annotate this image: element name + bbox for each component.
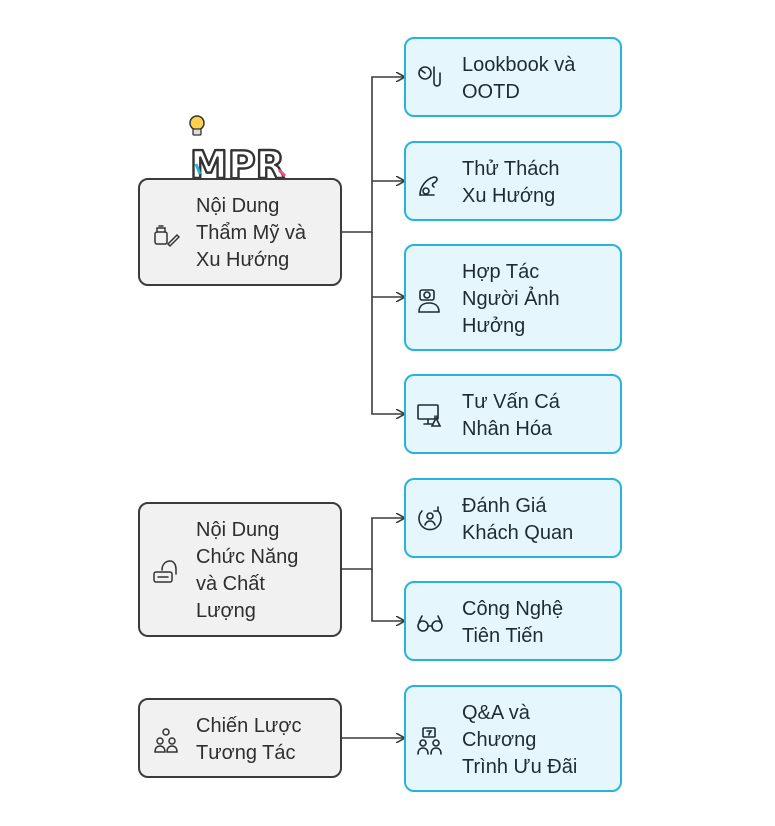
- category-aesthetic-trend[interactable]: Nội Dung Thẩm Mỹ và Xu Hướng: [138, 178, 342, 286]
- influencer-camera-icon: [418, 289, 440, 313]
- item-personal-consult[interactable]: Tư Vấn Cá Nhân Hóa: [404, 374, 622, 454]
- item-objective-review[interactable]: Đánh Giá Khách Quan: [404, 478, 622, 558]
- item-influencer-collab[interactable]: Hợp Tác Người Ảnh Hưởng: [404, 244, 622, 351]
- item-label: Q&A và Chương Trình Ưu Đãi: [462, 702, 578, 778]
- lightbulb-icon: [189, 115, 205, 136]
- item-qa-promotions[interactable]: Q&A và Chương Trình Ưu Đãi: [404, 685, 622, 792]
- item-advanced-tech[interactable]: Công Nghệ Tiên Tiến: [404, 581, 622, 661]
- quality-handshake-icon: [153, 560, 177, 583]
- item-label: Thử Thách Xu Hướng: [462, 158, 560, 207]
- item-lookbook-ootd[interactable]: Lookbook và OOTD: [404, 37, 622, 117]
- hand-icon: [419, 176, 438, 196]
- people-icon: [154, 728, 178, 753]
- item-label: Đánh Giá Khách Quan: [462, 495, 574, 544]
- monitor-lab-icon: [417, 404, 442, 427]
- item-label: Lookbook và OOTD: [462, 54, 576, 103]
- category-interaction-strategy[interactable]: Chiến Lược Tương Tác: [138, 698, 342, 778]
- category-label: Nội Dung Chức Năng và Chất Lượng: [196, 519, 299, 622]
- qa-people-icon: [417, 727, 442, 755]
- makeup-brush-icon: [154, 225, 180, 248]
- item-label: Tư Vấn Cá Nhân Hóa: [462, 391, 560, 440]
- item-label: Công Nghệ Tiên Tiến: [462, 598, 564, 647]
- review-cycle-icon: [418, 506, 442, 531]
- item-trend-challenge[interactable]: Thử Thách Xu Hướng: [404, 141, 622, 221]
- category-label: Chiến Lược Tương Tác: [196, 715, 302, 764]
- category-label: Nội Dung Thẩm Mỹ và Xu Hướng: [196, 195, 307, 271]
- glasses-icon: [417, 615, 443, 632]
- category-function-quality[interactable]: Nội Dung Chức Năng và Chất Lượng: [138, 502, 342, 637]
- item-label: Hợp Tác Người Ảnh Hưởng: [462, 261, 560, 337]
- hanger-icon: [418, 66, 441, 87]
